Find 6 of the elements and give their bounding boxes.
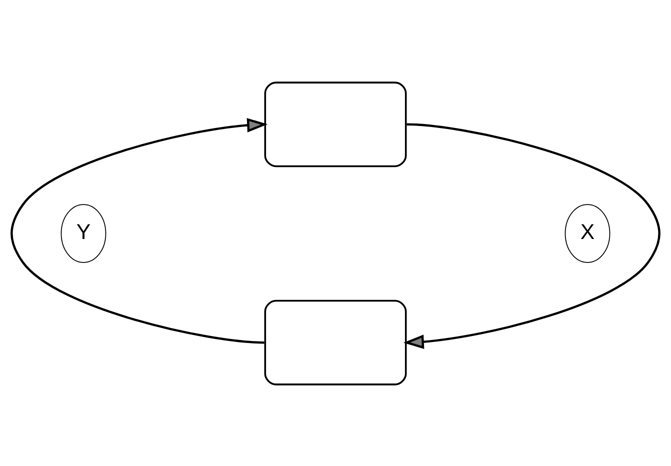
node-ellipse: X: [564, 204, 610, 262]
arrow: [403, 122, 660, 348]
arrow: [10, 118, 268, 344]
node-ellipse: Y: [60, 204, 106, 262]
node-box: [264, 81, 407, 167]
node-box: [264, 299, 407, 385]
